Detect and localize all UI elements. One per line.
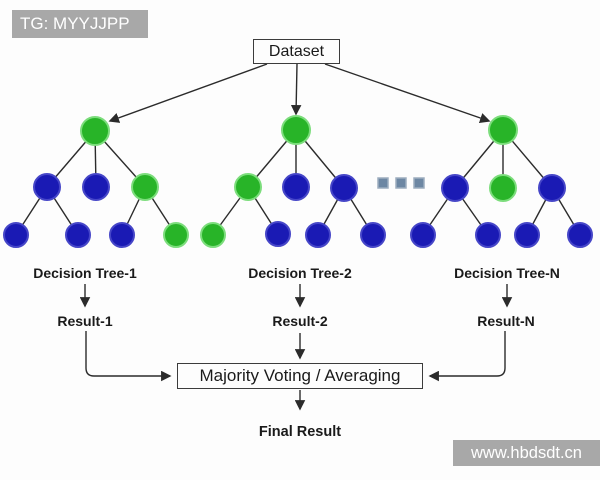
tree-node-green [163, 222, 189, 248]
dataset-label: Dataset [268, 42, 325, 60]
tree-node-blue [65, 222, 91, 248]
tree-node-blue [3, 222, 29, 248]
watermark-top-left: TG: MYYJJPP [12, 10, 148, 38]
tree-node-blue [410, 222, 436, 248]
elbow-connector [85, 331, 172, 382]
decision-tree-1-label: Decision Tree-1 [33, 265, 137, 281]
tree-node-blue [82, 173, 110, 201]
majority-voting-box: Majority Voting / Averaging [177, 363, 423, 389]
dataset-box: Dataset [253, 39, 340, 64]
tree-node-blue [441, 174, 469, 202]
tree-node-green [489, 174, 517, 202]
watermark-top-left-text: TG: MYYJJPP [20, 14, 130, 33]
result-n-label: Result-N [477, 313, 535, 329]
tree-node-green [80, 116, 110, 146]
flow-arrow [108, 63, 268, 123]
tree-node-blue [514, 222, 540, 248]
decision-tree-n-label: Decision Tree-N [454, 265, 560, 281]
flow-arrows [79, 63, 513, 411]
tree-node-green [281, 115, 311, 145]
elbow-connector [428, 331, 506, 382]
tree-node-green [488, 115, 518, 145]
ellipsis-dot [413, 177, 425, 189]
watermark-bottom-right: www.hbdsdt.cn [453, 440, 600, 466]
result-1-label: Result-1 [57, 313, 113, 329]
tree-node-blue [33, 173, 61, 201]
ellipsis-dot [395, 177, 407, 189]
decision-tree-2-label: Decision Tree-2 [248, 265, 352, 281]
tree-node-blue [360, 222, 386, 248]
majority-voting-label: Majority Voting / Averaging [199, 366, 401, 385]
tree-node-blue [109, 222, 135, 248]
ellipsis-dot [377, 177, 389, 189]
tree-node-green [131, 173, 159, 201]
tree-node-blue [305, 222, 331, 248]
tree-node-blue [282, 173, 310, 201]
flow-arrow [324, 63, 491, 124]
tree-node-green [234, 173, 262, 201]
result-2-label: Result-2 [272, 313, 328, 329]
watermark-bottom-right-text: www.hbdsdt.cn [471, 443, 582, 462]
ellipsis-dots [377, 177, 425, 189]
tree-node-blue [265, 221, 291, 247]
tree-node-blue [330, 174, 358, 202]
tree-nodes [3, 115, 593, 248]
tree-node-green [200, 222, 226, 248]
tree-node-blue [538, 174, 566, 202]
tree-node-blue [567, 222, 593, 248]
flow-arrow [290, 63, 302, 116]
final-result-label: Final Result [258, 424, 342, 440]
tree-node-blue [475, 222, 501, 248]
